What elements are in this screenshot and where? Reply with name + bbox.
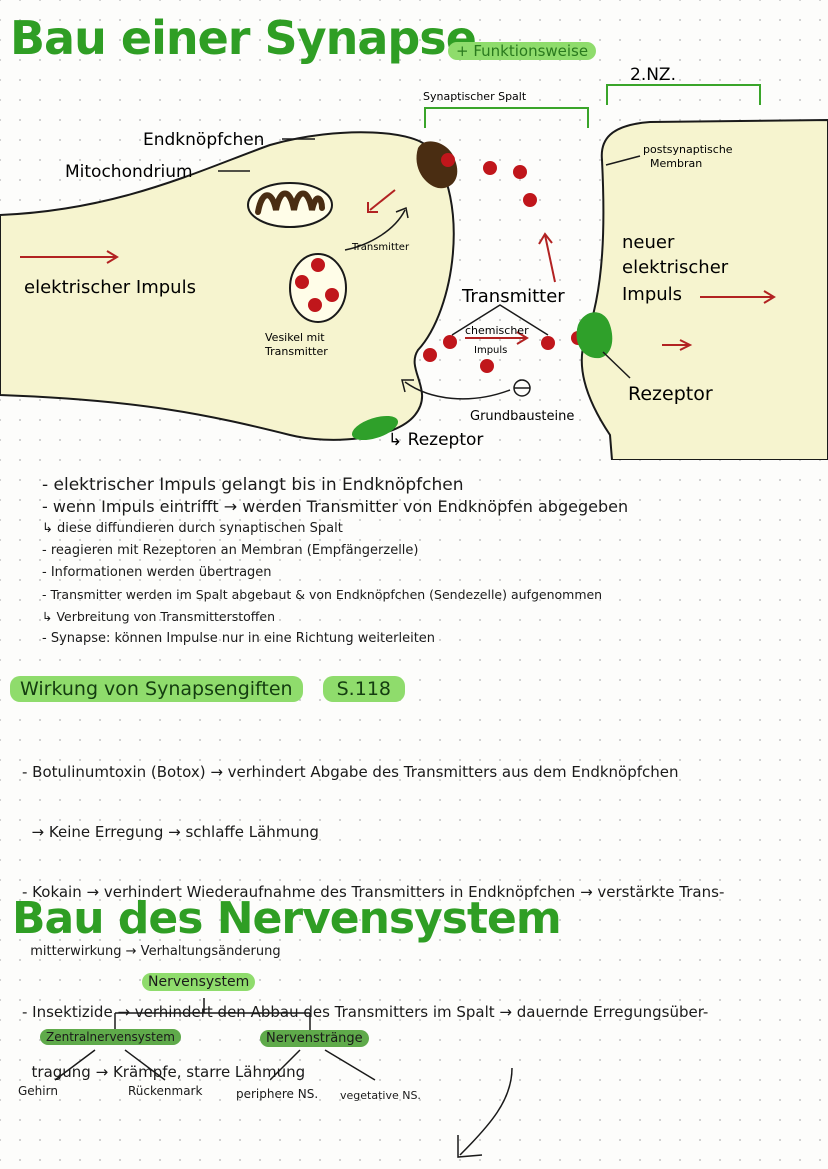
synaptic-cleft-bracket xyxy=(424,107,589,128)
bullet-item: - Transmitter werden im Spalt abgebaut &… xyxy=(42,587,603,602)
page-subtitle: + Funktionsweise xyxy=(448,42,597,60)
transmitter-dot xyxy=(483,161,497,175)
receptor-right-pointer xyxy=(602,351,631,379)
tree-leaf: Rückenmark xyxy=(128,1084,203,1098)
toxin-list: - Botulinumtoxin (Botox) → verhindert Ab… xyxy=(22,722,724,1102)
tree-leaf: vegetative NS. xyxy=(340,1089,421,1102)
toxin-item: tragung → Krämpfe, starre Lähmung xyxy=(22,1063,306,1081)
label-mitochondrium: Mitochondrium xyxy=(65,162,193,182)
recycle-arrow-head xyxy=(401,379,414,393)
transmitter-dot xyxy=(480,359,494,373)
label-vesicle-1: Vesikel mit xyxy=(265,331,325,344)
page-reference: S.118 xyxy=(322,676,405,702)
label-2nz: 2.NZ. xyxy=(630,65,676,85)
recycle-arrow xyxy=(404,381,511,400)
tree-edge xyxy=(269,1049,301,1081)
page-title: Bau einer Synapse xyxy=(10,10,477,66)
transmitter-dot xyxy=(311,258,325,272)
synapse-diagram: 2.NZ. Synaptischer Spalt Endknöpfchen Mi… xyxy=(0,65,828,460)
label-new-2: elektrischer xyxy=(622,257,729,278)
tree-node-left-label: Zentralnervensystem xyxy=(40,1029,181,1045)
arrow-out-head xyxy=(367,202,378,213)
tree-edge xyxy=(124,1049,166,1081)
subtitle-highlight: + Funktionsweise xyxy=(448,42,597,60)
impulse-arrow-out-head xyxy=(763,290,776,304)
label-rezeptor-bottom: ↳ Rezeptor xyxy=(388,430,483,450)
transmitter-dot xyxy=(441,153,455,167)
label-postsyn-2: Membran xyxy=(650,157,702,170)
transmitter-dot xyxy=(295,275,309,289)
arrow-continue-head xyxy=(457,1135,483,1158)
chem-arrow-head xyxy=(516,331,529,345)
tree-edge xyxy=(324,1049,376,1081)
label-chem-2: Impuls xyxy=(474,345,507,356)
vesicle xyxy=(289,253,347,323)
tree-root-label: Nervensystem xyxy=(142,973,256,991)
toxin-item: mitterwirkung → Verhaltungsänderung xyxy=(22,944,281,959)
transmitter-curve xyxy=(344,209,406,251)
toxin-item: → Keine Erregung → schlaffe Lähmung xyxy=(22,823,319,841)
label-chem-1: chemischer xyxy=(465,324,529,337)
presynaptic-terminal xyxy=(0,131,455,441)
label-new-3: Impuls xyxy=(622,284,682,305)
label-rezeptor-right: Rezeptor xyxy=(628,383,713,405)
toxin-item: - Kokain → verhindert Wiederaufnahme des… xyxy=(22,883,725,901)
label-electric-impulse: elektrischer Impuls xyxy=(24,277,196,298)
bullet-item: - elektrischer Impuls gelangt bis in End… xyxy=(42,475,464,495)
postsyn-pointer xyxy=(605,155,641,166)
tree-node-right-label: Nervenstränge xyxy=(260,1030,369,1047)
receptor-right xyxy=(576,312,613,359)
toxin-item: - Insektizide → verhindert den Abbau des… xyxy=(22,1003,709,1021)
nervous-system-title-text: Bau des Nervensystem xyxy=(12,893,562,944)
page-title-text: Bau einer Synapse xyxy=(10,11,477,65)
section-nervous-system-title: Bau des Nervensystem xyxy=(12,892,562,946)
vesicle-release-blob xyxy=(416,141,458,189)
nz2-bracket xyxy=(606,84,761,105)
transmitter-dot xyxy=(423,348,437,362)
section-toxins-heading: Wirkung von Synapsengiften S.118 xyxy=(10,676,405,702)
impulse-arrow-in-head xyxy=(106,250,119,264)
bullet-item: - reagieren mit Rezeptoren an Membran (E… xyxy=(42,543,419,558)
transmitter-curve-head xyxy=(395,206,409,219)
postsynaptic-cell xyxy=(580,118,828,460)
transmitter-dot xyxy=(443,335,457,349)
tree-leaf: periphere NS. xyxy=(236,1087,319,1101)
arrow-up-head xyxy=(538,232,553,245)
bullet-item: ↳ diese diffundieren durch synaptischen … xyxy=(42,521,343,536)
arrow-up xyxy=(544,234,556,283)
label-new-1: neuer xyxy=(622,232,675,253)
label-transmitter-small: Transmitter xyxy=(351,242,410,253)
transmitter-dot xyxy=(523,193,537,207)
tree-node-right: Nervenstränge xyxy=(260,1030,369,1047)
function-bullets: - elektrischer Impuls gelangt bis in End… xyxy=(42,474,628,650)
receptor-bottom xyxy=(351,415,399,441)
label-synaptic-cleft: Synaptischer Spalt xyxy=(423,90,527,103)
toxins-heading-text: Wirkung von Synapsengiften xyxy=(10,676,303,702)
arrow-out xyxy=(369,189,396,211)
postsyn-arrow-head xyxy=(679,339,693,351)
bullet-item: ↳ Verbreitung von Transmitterstoffen xyxy=(42,609,276,624)
tree-node-left: Zentralnervensystem xyxy=(40,1029,181,1045)
label-grundbausteine: Grundbausteine xyxy=(470,409,574,424)
transmitter-dot xyxy=(513,165,527,179)
label-postsyn-1: postsynaptische xyxy=(643,143,733,156)
tree-leaf: Gehirn xyxy=(18,1084,58,1098)
transmitter-dot xyxy=(325,288,339,302)
transmitter-dot xyxy=(541,336,555,350)
label-vesicle-2: Transmitter xyxy=(264,345,328,358)
tree-edge xyxy=(54,1049,96,1081)
nervous-system-tree xyxy=(54,998,513,1158)
bullet-item: - wenn Impuls eintrifft → werden Transmi… xyxy=(42,497,629,516)
transmitter-dot xyxy=(308,298,322,312)
transmitter-brace xyxy=(451,304,549,336)
toxin-item: - Botulinumtoxin (Botox) → verhindert Ab… xyxy=(22,763,679,781)
bullet-item: - Synapse: können Impulse nur in eine Ri… xyxy=(42,631,436,646)
label-endknoepfchen: Endknöpfchen xyxy=(143,130,264,150)
mitochondrium-cristae xyxy=(255,190,325,215)
tree-root: Nervensystem xyxy=(142,973,256,991)
bullet-item: - Informationen werden übertragen xyxy=(42,565,272,580)
label-transmitter: Transmitter xyxy=(461,286,565,307)
arrow-continue-icon xyxy=(459,1067,513,1156)
